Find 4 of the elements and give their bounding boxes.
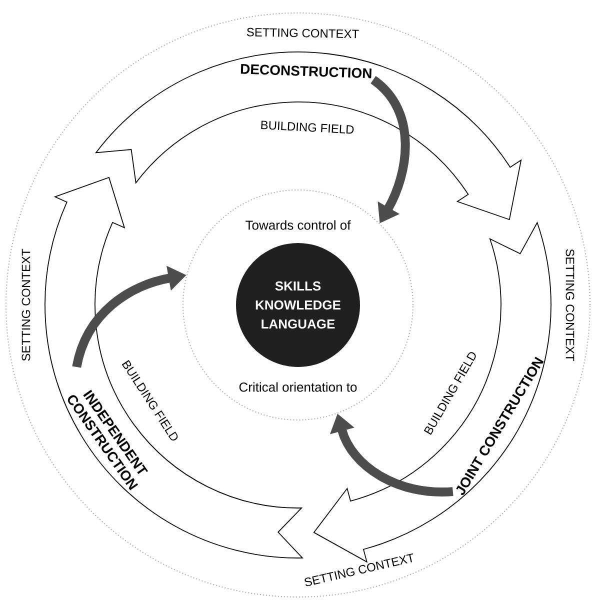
- field-label: BUILDING FIELD: [261, 120, 354, 134]
- context-label: SETTING CONTEXT: [566, 249, 574, 362]
- context-label: SETTING CONTEXT: [246, 28, 359, 38]
- context-label: SETTING CONTEXT: [22, 248, 30, 361]
